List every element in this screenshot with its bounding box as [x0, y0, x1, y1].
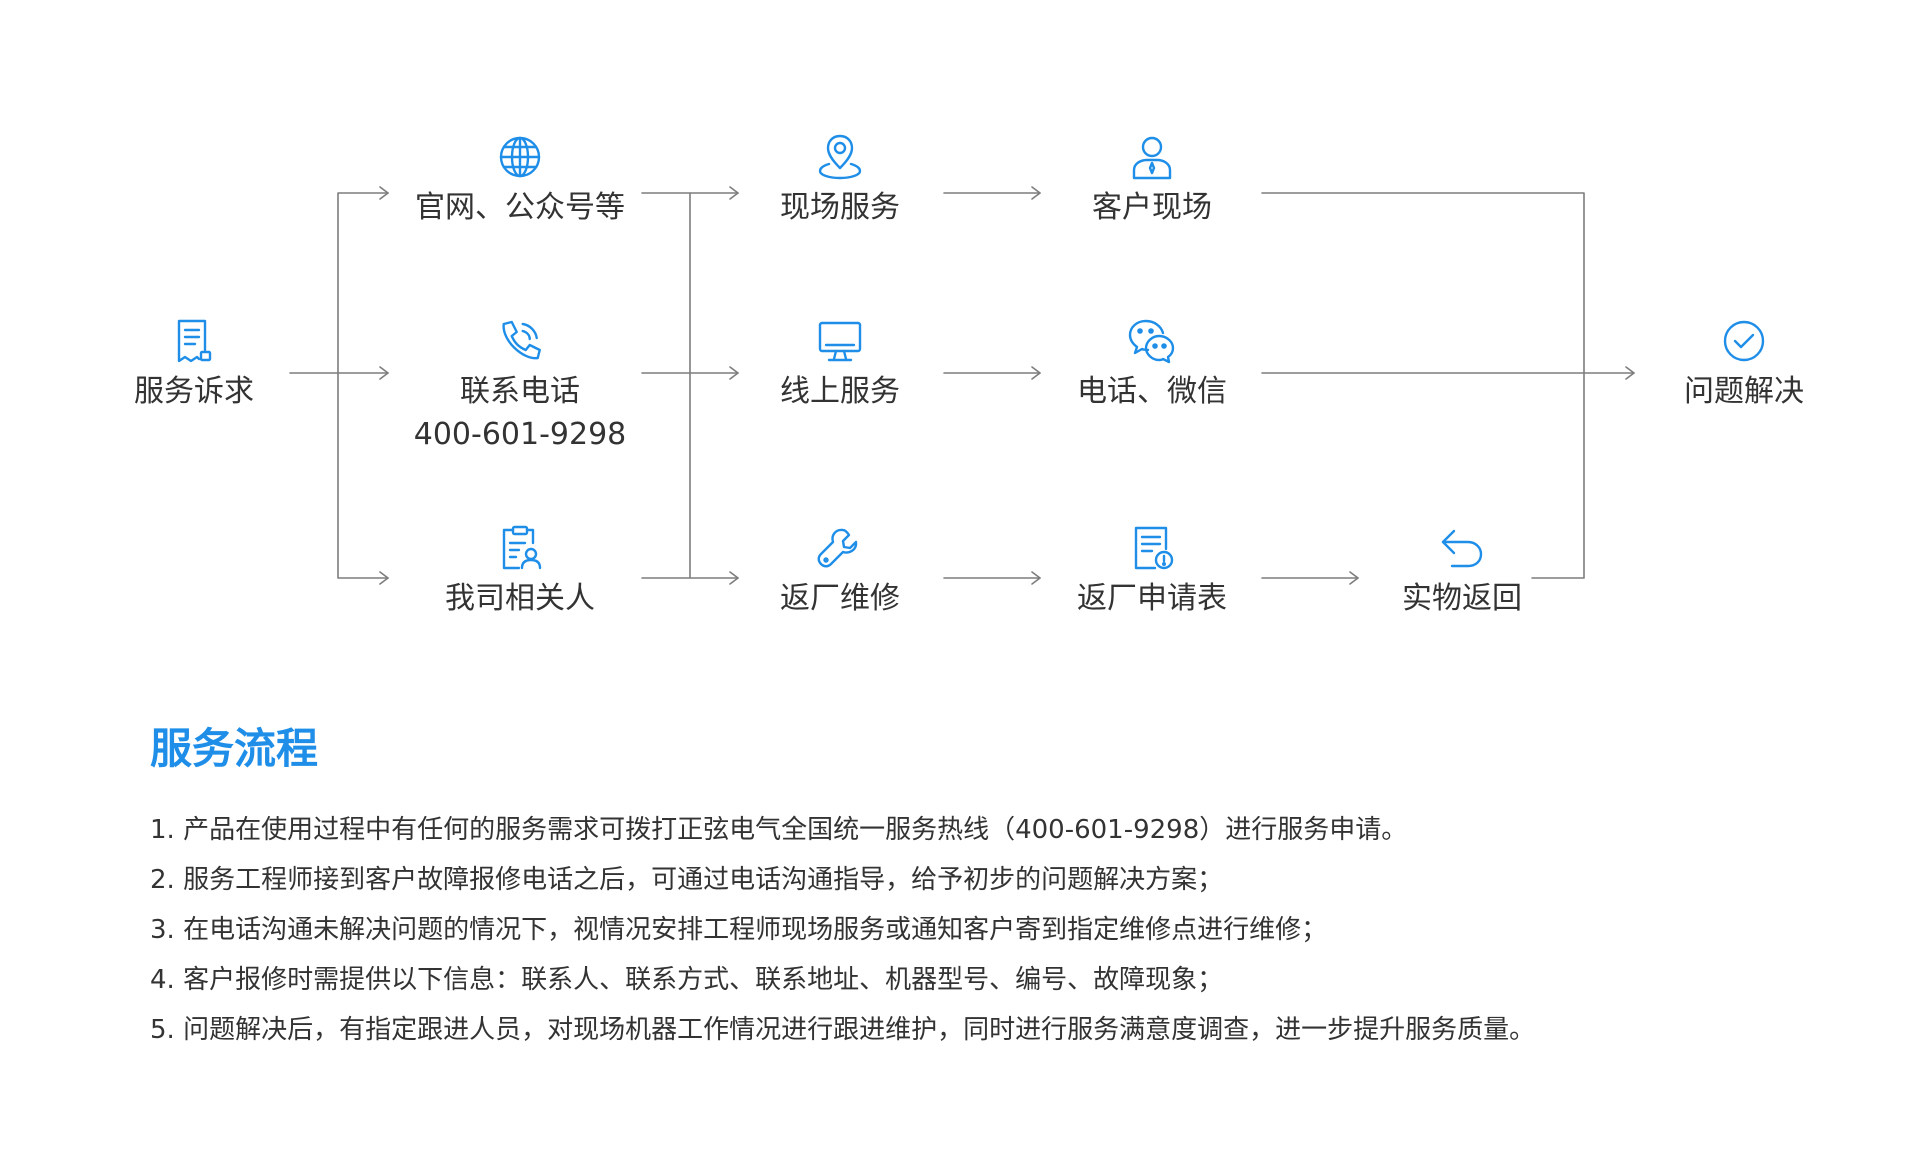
monitor-icon	[818, 321, 862, 362]
process-step: 3. 在电话沟通未解决问题的情况下，视情况安排工程师现场服务或通知客户寄到指定维…	[150, 915, 1328, 945]
node-label: 线上服务	[780, 374, 900, 409]
form-alert-icon	[1134, 526, 1174, 570]
clipboard-person-icon	[502, 525, 542, 570]
phone-icon	[502, 320, 542, 360]
node-onsite-service: 现场服务	[780, 132, 900, 223]
arrowhead	[1349, 571, 1359, 585]
arrowhead	[1031, 571, 1041, 585]
node-label: 我司相关人	[445, 581, 595, 616]
node-label: 问题解决	[1684, 374, 1804, 409]
connector-to-end	[1261, 192, 1635, 579]
arrowhead	[729, 571, 739, 585]
node-online-service: 线上服务	[780, 316, 900, 407]
node-label: 服务诉求	[134, 374, 254, 409]
arrowhead	[729, 186, 739, 200]
wrench-icon	[817, 528, 858, 568]
service-flow-diagram: 服务诉求 官网、公众号等 联系电话 400-601-9298 我司相关人	[134, 132, 1804, 614]
node-phone-wechat: 电话、微信	[1077, 316, 1227, 407]
node-service-request: 服务诉求	[134, 316, 254, 407]
connector-start-branch	[289, 192, 389, 579]
arrowhead	[379, 366, 389, 380]
node-label: 官网、公众号等	[415, 190, 625, 225]
process-step: 5. 问题解决后，有指定跟进人员，对现场机器工作情况进行跟进维护，同时进行服务满…	[150, 1015, 1536, 1045]
arrowhead	[379, 571, 389, 585]
connector-services-methods	[943, 192, 1041, 579]
phone-number: 400-601-9298	[413, 417, 627, 452]
arrowhead	[1031, 366, 1041, 380]
arrowhead	[379, 186, 389, 200]
node-label: 返厂申请表	[1077, 581, 1227, 616]
node-label: 联系电话	[460, 374, 580, 409]
connector-channels-merge	[641, 192, 739, 579]
node-label: 实物返回	[1402, 581, 1522, 616]
node-contact-phone: 联系电话 400-601-9298	[413, 316, 627, 452]
process-step: 2. 服务工程师接到客户故障报修电话之后，可通过电话沟通指导，给予初步的问题解决…	[150, 865, 1224, 895]
node-label: 现场服务	[780, 190, 900, 225]
node-company-contact: 我司相关人	[445, 523, 595, 614]
node-label: 返厂维修	[780, 581, 900, 616]
node-factory-repair: 返厂维修	[780, 523, 900, 614]
node-label: 客户现场	[1092, 190, 1212, 225]
arrowhead	[1625, 366, 1635, 380]
check-circle-icon	[1723, 320, 1765, 362]
node-return-form: 返厂申请表	[1077, 523, 1227, 614]
section-title: 服务流程	[150, 724, 319, 773]
process-step: 4. 客户报修时需提供以下信息：联系人、联系方式、联系地址、机器型号、编号、故障…	[150, 965, 1224, 995]
node-customer-site: 客户现场	[1092, 132, 1212, 223]
return-arrow-icon	[1441, 529, 1483, 568]
arrowhead	[1031, 186, 1041, 200]
process-steps-list: 1. 产品在使用过程中有任何的服务需求可拨打正弦电气全国统一服务热线（400-6…	[150, 805, 1535, 1055]
node-physical-return: 实物返回	[1402, 523, 1522, 614]
process-step: 1. 产品在使用过程中有任何的服务需求可拨打正弦电气全国统一服务热线（400-6…	[150, 815, 1408, 845]
user-icon	[1132, 136, 1172, 180]
node-problem-solved: 问题解决	[1684, 316, 1804, 407]
wechat-icon	[1128, 319, 1175, 364]
flow-connectors	[289, 186, 1635, 585]
location-pin-icon	[818, 134, 862, 180]
node-website-wechat: 官网、公众号等	[415, 132, 625, 223]
node-label: 电话、微信	[1077, 374, 1227, 409]
globe-icon	[499, 136, 541, 178]
document-icon	[177, 319, 212, 363]
arrowhead	[729, 366, 739, 380]
